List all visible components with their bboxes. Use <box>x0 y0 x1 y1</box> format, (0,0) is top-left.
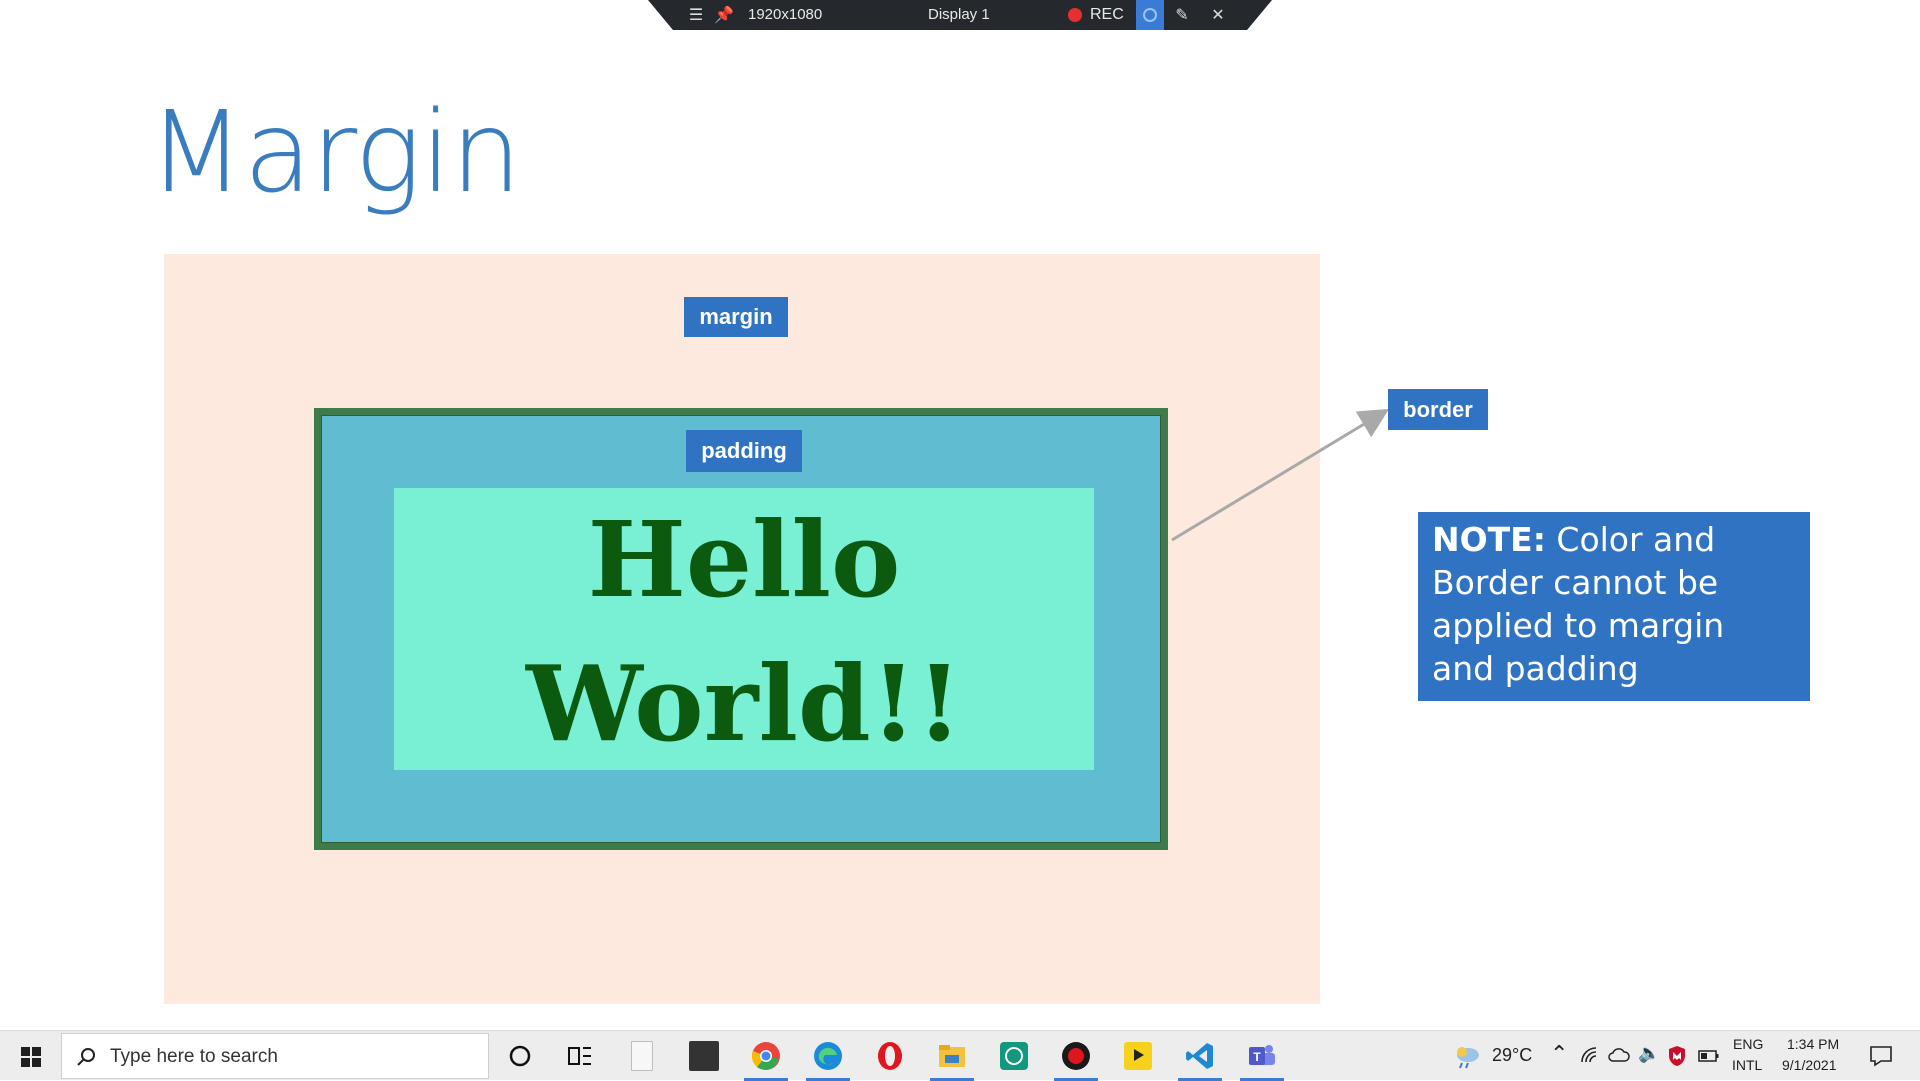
volume-icon[interactable]: 🔈 <box>1638 1043 1661 1063</box>
player-icon <box>1124 1042 1152 1070</box>
content-line-1: Hello <box>587 498 901 621</box>
battery-icon[interactable] <box>1698 1049 1720 1063</box>
rec-label[interactable]: REC <box>1090 6 1124 23</box>
border-label: border <box>1388 389 1488 430</box>
search-placeholder: Type here to search <box>110 1046 278 1067</box>
chrome-icon <box>751 1042 780 1070</box>
opera-icon <box>878 1042 902 1070</box>
teams-icon: T <box>1249 1045 1275 1065</box>
chevron-up-icon[interactable]: ⌃ <box>1550 1041 1569 1066</box>
clock-date[interactable]: 9/1/2021 <box>1782 1057 1837 1073</box>
menu-icon[interactable]: ☰ <box>688 5 704 24</box>
whatsapp-icon <box>1000 1042 1028 1070</box>
content-text: Hello World!! <box>394 488 1094 776</box>
slide-title: Margin <box>148 88 522 218</box>
webcam-icon <box>1143 8 1157 22</box>
mcafee-icon[interactable] <box>1668 1045 1686 1067</box>
recorder-button[interactable] <box>1050 1031 1102 1081</box>
record-dot-icon[interactable] <box>1068 8 1082 22</box>
weather-temperature[interactable]: 29°C <box>1492 1045 1533 1065</box>
search-box[interactable]: Type here to search <box>61 1033 489 1079</box>
recorder-toolbar: ☰ 📌 1920x1080 Display 1 REC ✎ ✕ <box>648 0 1272 30</box>
whatsapp-button[interactable] <box>988 1031 1040 1081</box>
clock-time[interactable]: 1:34 PM <box>1787 1036 1840 1052</box>
margin-label: margin <box>684 297 788 337</box>
opera-button[interactable] <box>864 1031 916 1081</box>
search-icon <box>77 1048 95 1066</box>
svg-text:T: T <box>1253 1050 1261 1064</box>
note-text: Color and Border cannot be applied to ma… <box>1432 520 1725 688</box>
wifi-icon[interactable] <box>1580 1046 1600 1066</box>
language-code[interactable]: ENG <box>1733 1036 1764 1052</box>
task-view-icon <box>568 1047 591 1065</box>
file-icon <box>631 1041 653 1071</box>
pencil-icon[interactable]: ✎ <box>1175 5 1189 24</box>
teams-button[interactable]: T <box>1236 1031 1288 1081</box>
cortana-icon <box>509 1045 531 1067</box>
chrome-button[interactable] <box>740 1031 792 1081</box>
webcam-toggle-button[interactable] <box>1136 0 1164 30</box>
note-heading: NOTE: <box>1432 520 1546 559</box>
pin-icon[interactable]: 📌 <box>714 5 734 24</box>
edge-icon <box>814 1042 842 1070</box>
weather-icon[interactable] <box>1452 1043 1482 1069</box>
file-explorer-icon <box>939 1045 965 1067</box>
store-icon <box>689 1041 719 1071</box>
file-explorer-button[interactable] <box>926 1031 978 1081</box>
task-view-button[interactable] <box>554 1031 606 1081</box>
note-box: NOTE: Color and Border cannot be applied… <box>1418 512 1810 701</box>
display-selector[interactable]: Display 1 <box>928 6 990 23</box>
resolution-label: 1920x1080 <box>748 6 823 23</box>
file-app-button[interactable] <box>616 1031 668 1081</box>
taskbar: Type here to search T <box>0 1030 1920 1081</box>
close-icon[interactable]: ✕ <box>1211 5 1225 24</box>
content-area <box>394 488 1094 770</box>
notification-icon[interactable] <box>1869 1045 1893 1067</box>
keyboard-layout[interactable]: INTL <box>1732 1057 1763 1073</box>
edge-button[interactable] <box>802 1031 854 1081</box>
recorder-icon <box>1062 1042 1090 1070</box>
vscode-icon <box>1186 1043 1213 1069</box>
padding-label: padding <box>686 430 802 472</box>
store-button[interactable] <box>678 1031 730 1081</box>
player-button[interactable] <box>1112 1031 1164 1081</box>
onedrive-icon[interactable] <box>1608 1047 1630 1063</box>
content-line-2: World!! <box>525 642 962 765</box>
start-button[interactable] <box>0 1031 60 1081</box>
cortana-button[interactable] <box>494 1031 546 1081</box>
vscode-button[interactable] <box>1174 1031 1226 1081</box>
windows-logo-icon <box>21 1047 41 1067</box>
